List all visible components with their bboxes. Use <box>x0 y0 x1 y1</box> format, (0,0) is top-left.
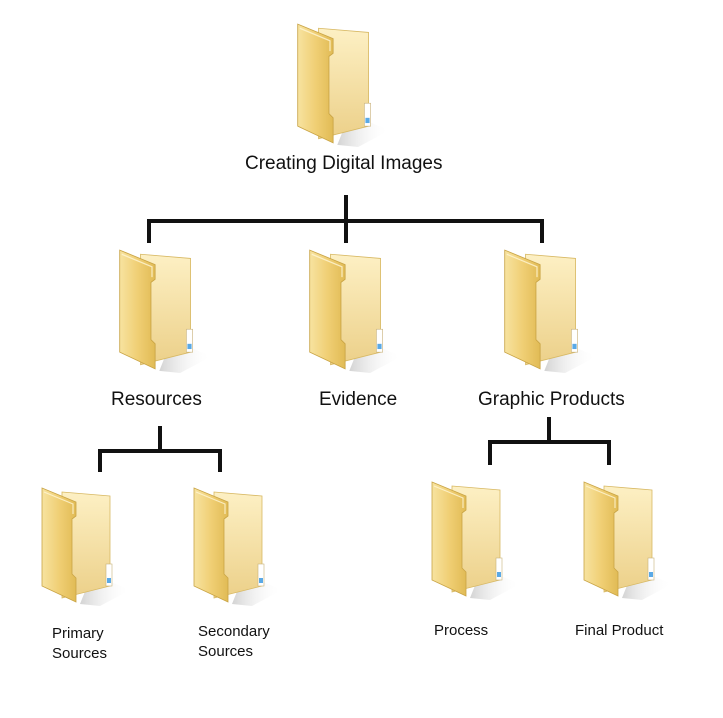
folder-icon[interactable] <box>297 23 390 147</box>
connector-graphic-products <box>488 417 611 465</box>
primary-sources-label: Primary Sources <box>52 625 108 662</box>
folder-icon[interactable] <box>193 487 282 606</box>
folder-icon[interactable] <box>119 249 212 373</box>
connector-lines <box>98 195 611 472</box>
connector-resources <box>98 426 222 472</box>
secondary-sources-label: Secondary Sources <box>198 623 270 660</box>
process-label: Process <box>434 622 489 639</box>
final-product-label: Final Product <box>575 622 664 639</box>
root-label: Creating Digital Images <box>245 153 443 174</box>
folder-icon[interactable] <box>504 249 597 373</box>
resources-label: Resources <box>111 389 202 410</box>
graphic-products-label: Graphic Products <box>478 389 625 410</box>
connector-root <box>147 195 544 243</box>
folder-icon[interactable] <box>41 487 130 606</box>
evidence-label: Evidence <box>319 389 398 410</box>
folder-icon[interactable] <box>309 249 402 373</box>
folder-icon[interactable] <box>583 481 672 600</box>
folder-icon[interactable] <box>431 481 520 600</box>
